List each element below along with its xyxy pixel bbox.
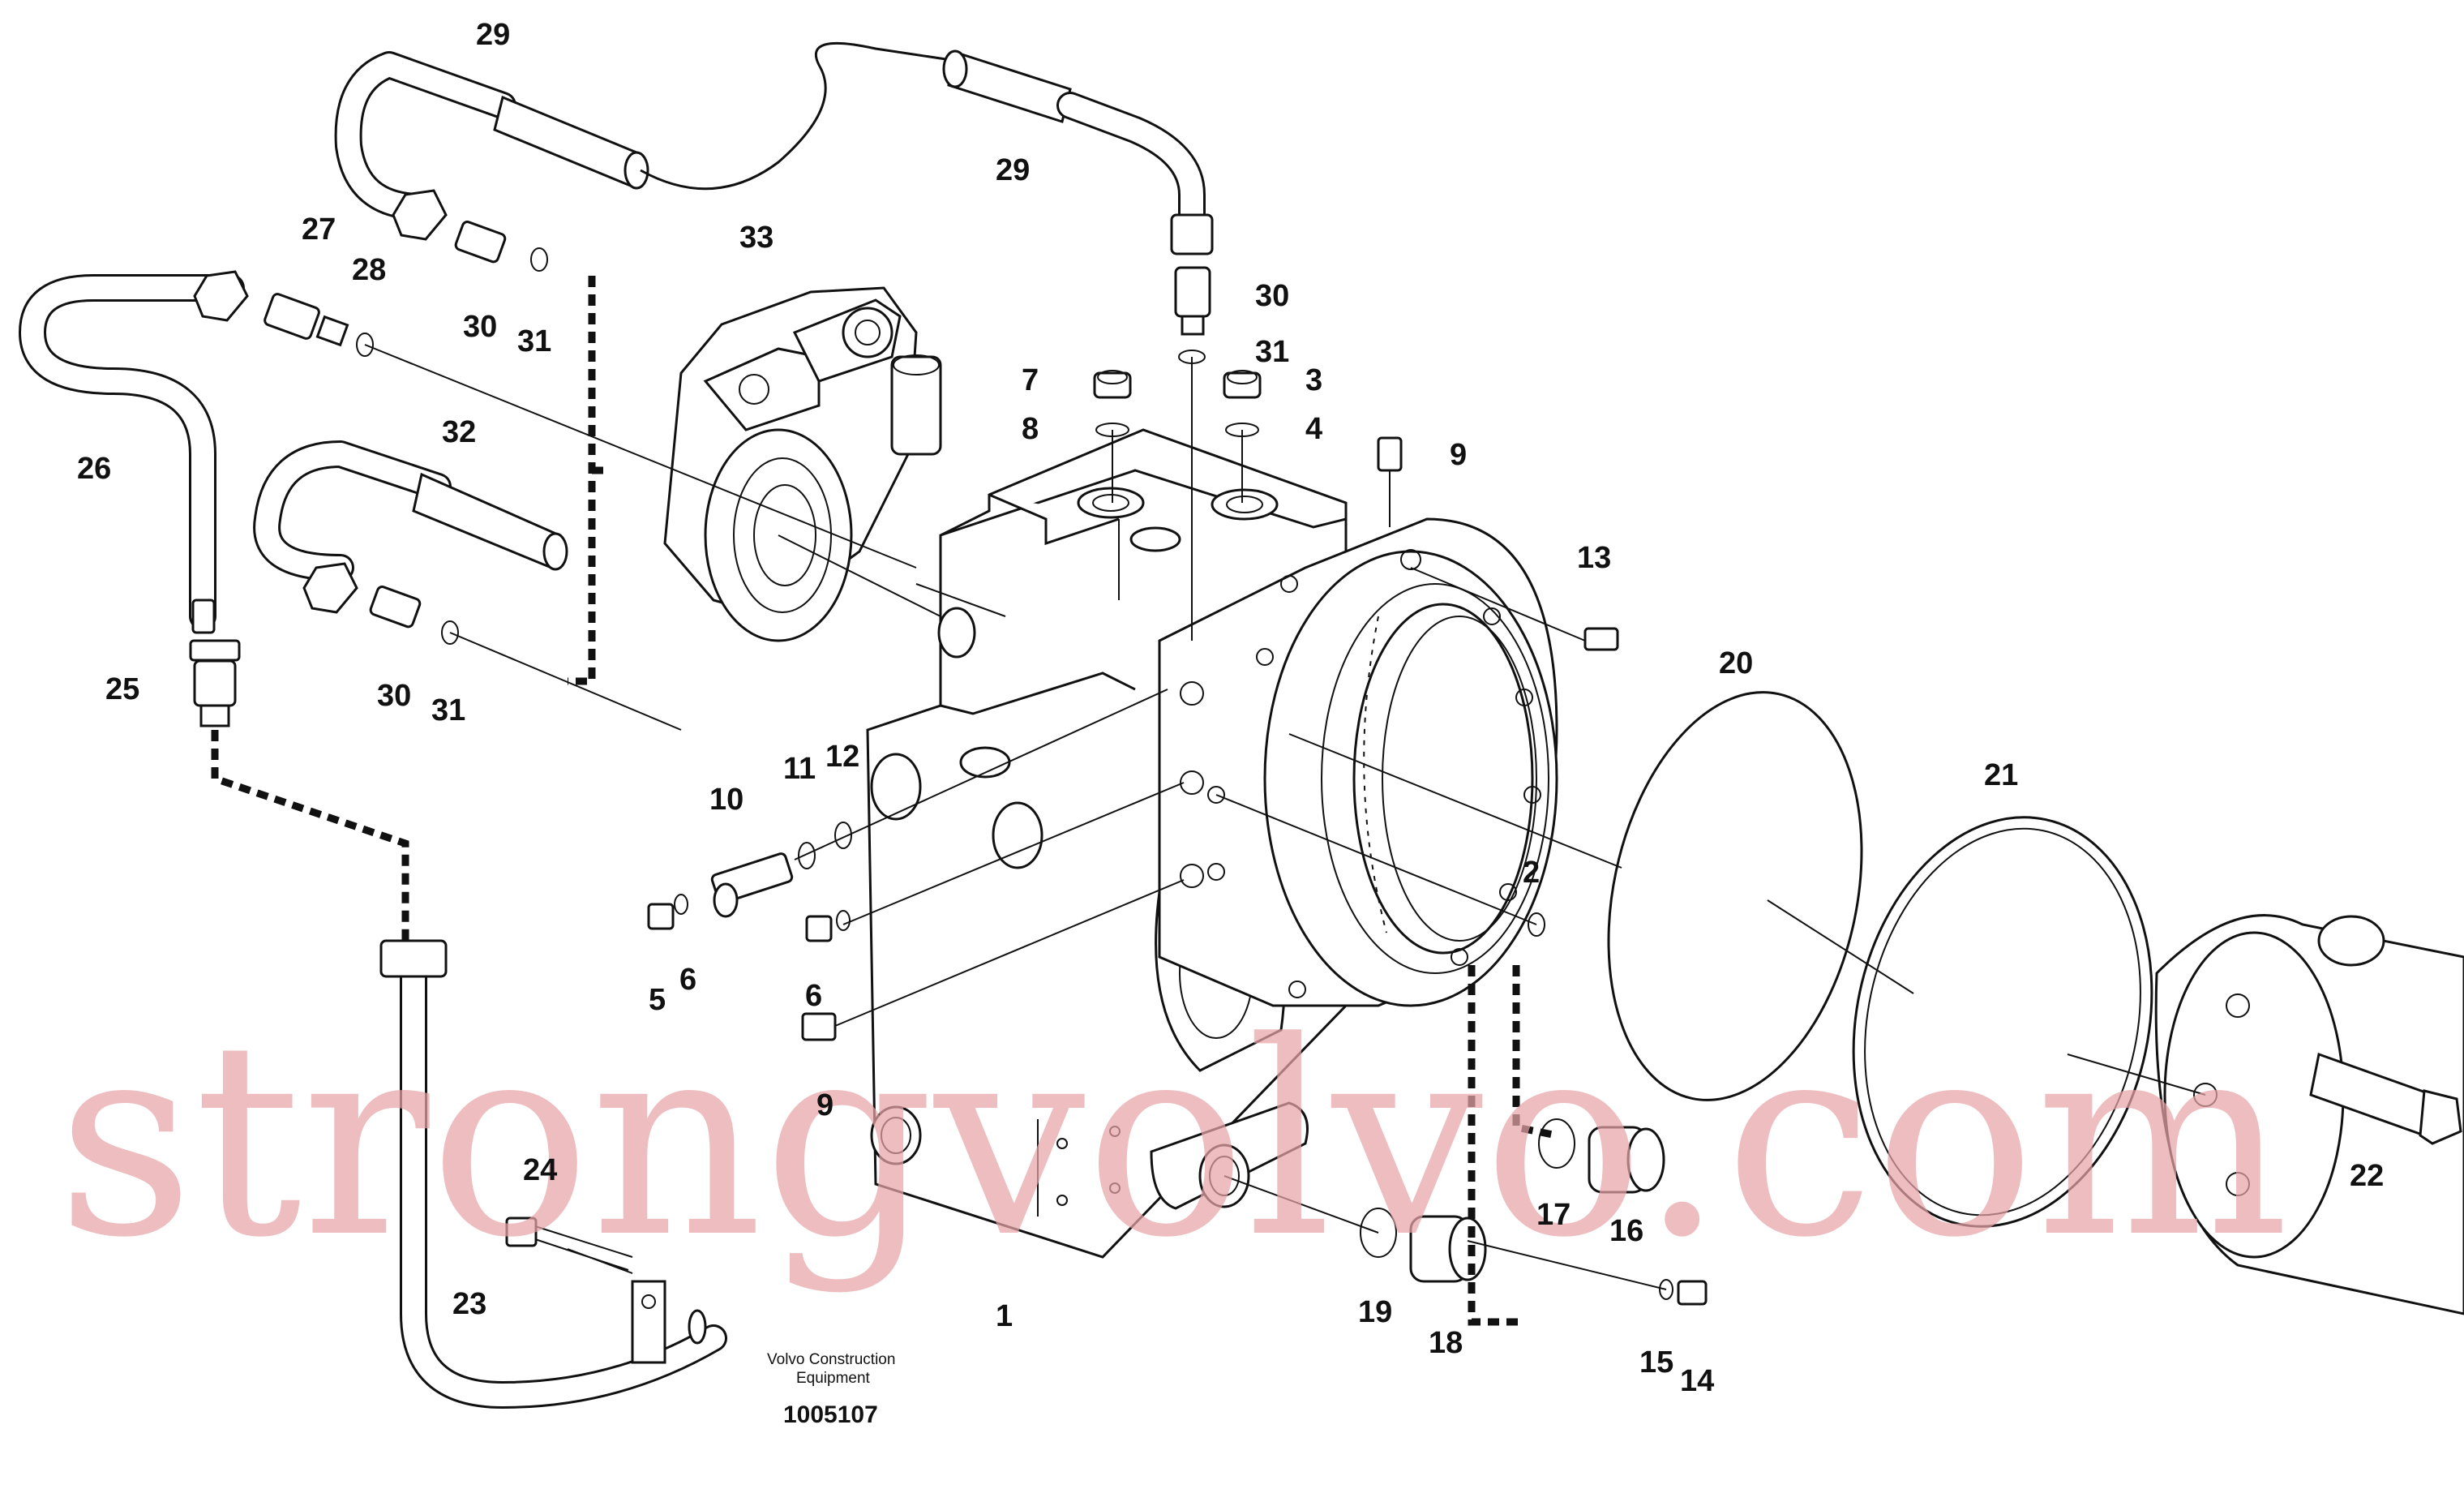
callout-30-right: 30 (1255, 279, 1289, 313)
callout-31-upper: 31 (517, 324, 551, 358)
callout-18: 18 (1429, 1326, 1463, 1360)
plug-13 (1583, 627, 1619, 651)
caption: Volvo Construction Equipment 1005107 (767, 1351, 895, 1428)
callout-31-right: 31 (1255, 335, 1289, 369)
callout-30-lower: 30 (377, 679, 411, 713)
caption-line-1: Volvo Construction (767, 1351, 895, 1368)
callout-5-left: 5 (649, 983, 666, 1017)
callout-23: 23 (452, 1287, 486, 1321)
dashed-routing (211, 276, 1558, 1326)
callout-12: 12 (825, 740, 859, 774)
leader-lines (364, 344, 2206, 1290)
plug-9-top (1377, 436, 1403, 472)
callout-29-right: 29 (996, 153, 1030, 187)
fitting-27 (193, 270, 374, 357)
callout-3: 3 (1305, 363, 1322, 397)
ring-gear-flange (1158, 517, 1558, 1007)
callout-28: 28 (352, 253, 386, 287)
callout-2-right: 2 (1523, 856, 1540, 890)
callouts: 29 29 27 28 30 31 33 30 31 7 8 3 4 9 26 … (77, 18, 2384, 1398)
callout-9-top: 9 (1450, 438, 1467, 472)
callout-9-lower: 9 (816, 1088, 833, 1122)
orings-11-12 (798, 822, 1545, 937)
bolt-24 (505, 1217, 633, 1271)
callout-7: 7 (1022, 363, 1039, 397)
plug-7 (1093, 370, 1132, 437)
callout-10: 10 (709, 783, 743, 817)
caption-line-2: Equipment (796, 1370, 871, 1387)
callout-21: 21 (1984, 758, 2018, 792)
callout-17: 17 (1536, 1198, 1571, 1232)
callout-27: 27 (302, 212, 336, 247)
pump-33 (663, 286, 942, 642)
fitting-30-lower (302, 562, 459, 645)
callout-13: 13 (1577, 541, 1611, 575)
callout-25: 25 (105, 672, 139, 706)
pipe-26 (19, 274, 245, 634)
callout-26: 26 (77, 452, 111, 486)
callout-33: 33 (739, 221, 773, 255)
callout-8: 8 (1022, 412, 1039, 446)
callout-31-lower: 31 (431, 693, 465, 727)
pipe-29-right (942, 49, 1206, 233)
callout-5-mid: 6 (805, 979, 822, 1013)
drawing-number: 1005107 (783, 1401, 878, 1428)
fitting-25 (189, 639, 241, 727)
callout-11: 11 (783, 752, 816, 786)
fitting-30-upper (392, 189, 548, 272)
callout-30-upper: 30 (463, 310, 497, 344)
watermark: strongvolvo.com (57, 985, 2289, 1296)
callout-6-left: 6 (679, 963, 696, 997)
callout-22: 22 (2350, 1159, 2384, 1193)
fitting-30-right (1170, 213, 1214, 364)
callout-24: 24 (523, 1153, 557, 1187)
callout-29-left: 29 (476, 18, 510, 52)
plug-18 (1360, 1208, 1487, 1283)
callout-16: 16 (1609, 1214, 1643, 1248)
mating-housing-22 (2154, 914, 2464, 1315)
callout-20: 20 (1719, 646, 1753, 680)
gasket-20 (1607, 691, 1863, 1101)
pipe-29-left (334, 41, 958, 221)
plug-16 (1538, 1118, 1665, 1194)
callout-15: 15 (1639, 1345, 1673, 1380)
callout-32: 32 (442, 415, 476, 449)
callout-1: 1 (996, 1299, 1013, 1333)
pipe-23 (379, 939, 727, 1409)
fitting-10 (710, 852, 794, 918)
plugs-5-6 (647, 894, 851, 1041)
callout-19: 19 (1358, 1295, 1392, 1329)
callout-14: 14 (1680, 1364, 1714, 1398)
plug-3 (1223, 370, 1262, 437)
o-ring-21 (1852, 816, 2153, 1228)
callout-4: 4 (1305, 412, 1322, 446)
plug-14 (1659, 1279, 1708, 1306)
pipe-32 (253, 440, 568, 581)
